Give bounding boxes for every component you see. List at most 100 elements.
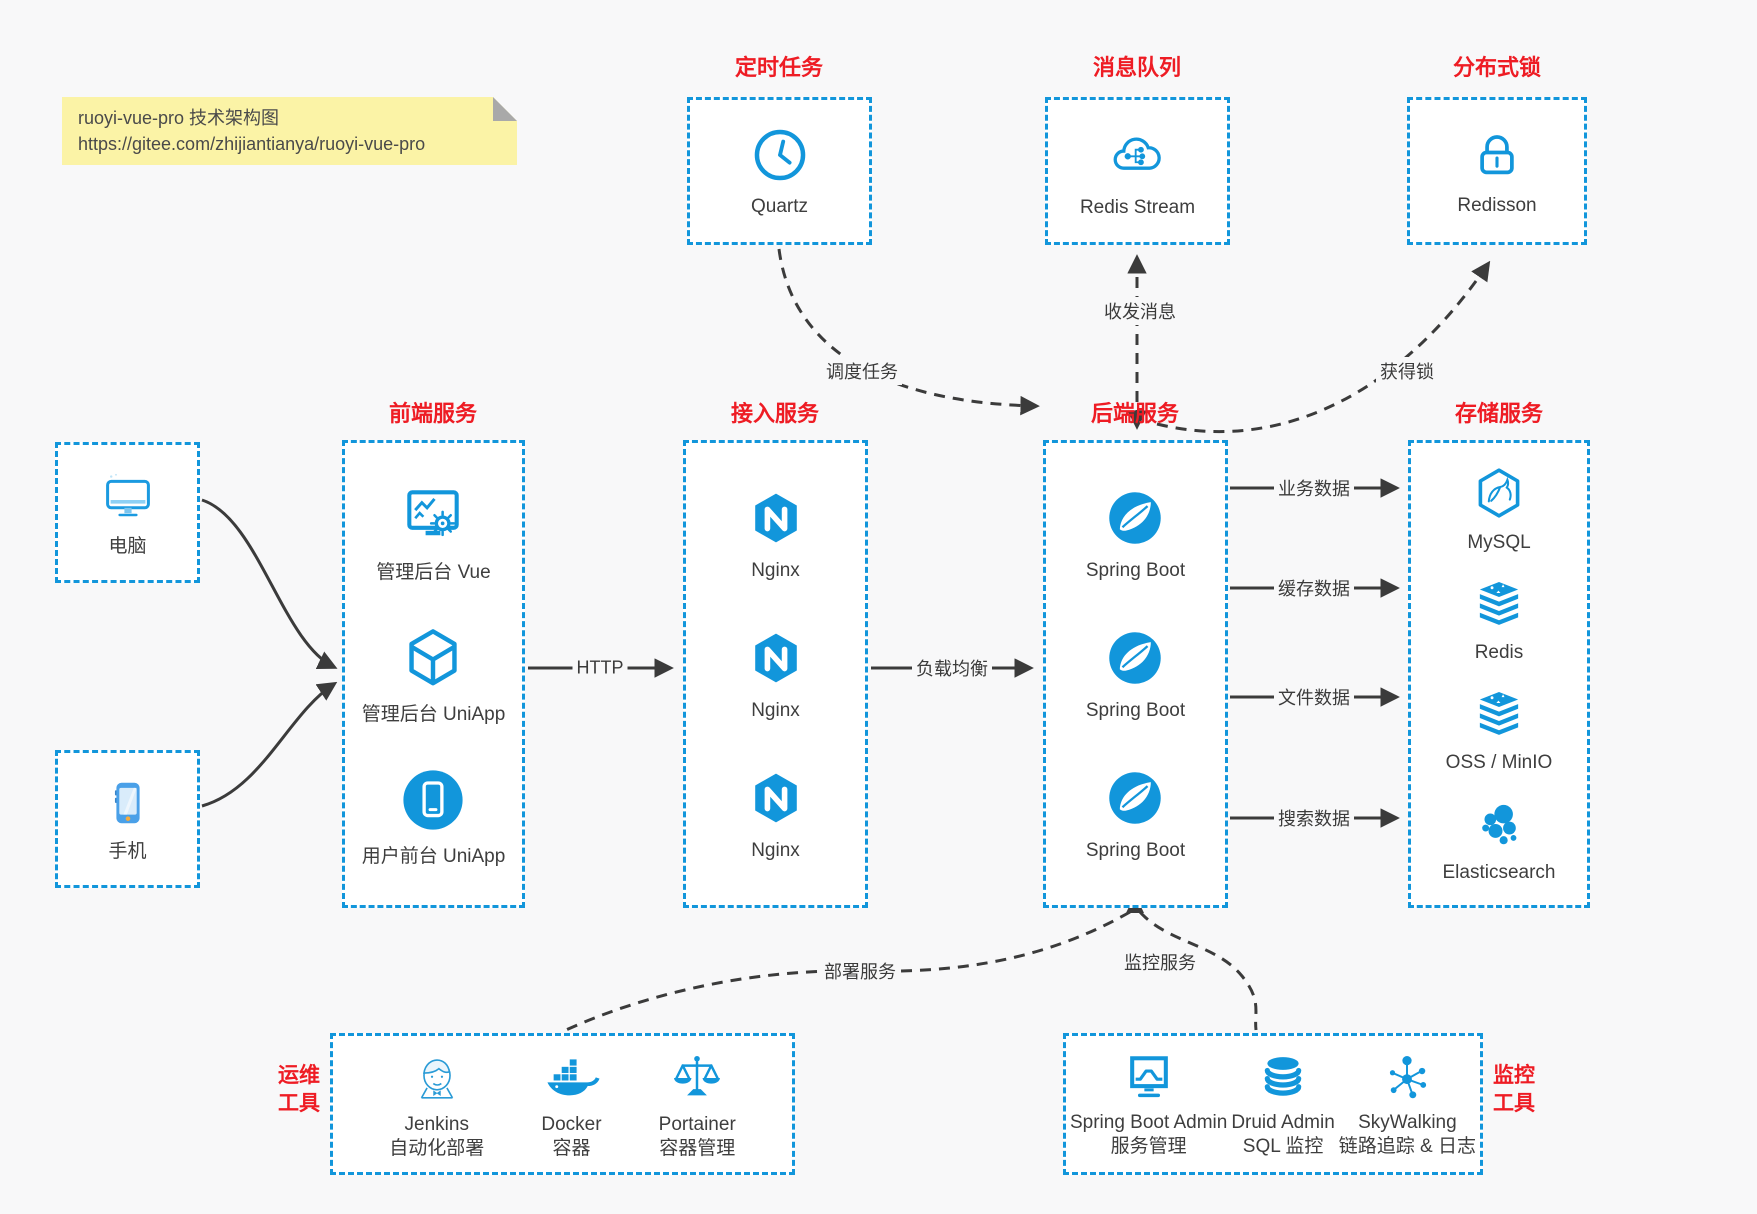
- portainer-icon: [666, 1047, 728, 1109]
- box-lock: Redisson: [1407, 97, 1587, 245]
- desktop-icon: [98, 467, 158, 527]
- node-nginx: Nginx: [743, 765, 809, 863]
- edge-label-http: HTTP: [572, 656, 628, 680]
- node-elasticsearch: Elasticsearch: [1443, 795, 1556, 885]
- mysql-icon: [1469, 463, 1529, 523]
- group-title-monitoring: 监控 工具: [1493, 1064, 1535, 1115]
- nginx-icon: [743, 485, 809, 551]
- node-desc: 自动化部署: [389, 1138, 485, 1159]
- admin-vue-icon: [396, 479, 470, 553]
- node-desc: SQL 监控: [1242, 1136, 1324, 1157]
- spring-boot-admin-icon: [1120, 1049, 1178, 1107]
- edge-label-acquire-lock: 获得锁: [1376, 357, 1438, 385]
- mobile-app-icon: [396, 763, 470, 837]
- box-frontend: 管理后台 Vue 管理后台 UniApp 用户前台 UniApp: [342, 440, 525, 908]
- node-skywalking: SkyWalking 链路追踪 & 日志: [1339, 1049, 1476, 1159]
- box-computer: 电脑: [55, 442, 200, 583]
- note-title: ruoyi-vue-pro 技术架构图: [78, 108, 280, 128]
- edge-acquire-lock: [1156, 260, 1491, 433]
- node-label: Spring Boot: [1085, 560, 1186, 581]
- node-phone: 手机: [99, 774, 157, 864]
- node-redisson: Redisson: [1457, 124, 1537, 218]
- smartphone-icon: [99, 774, 157, 832]
- box-mq: Redis Stream: [1045, 97, 1230, 245]
- druid-icon: [1254, 1049, 1312, 1107]
- node-label: 管理后台 Vue: [376, 562, 491, 583]
- node-computer: 电脑: [98, 467, 158, 559]
- node-label: 用户前台 UniApp: [361, 846, 506, 867]
- node-desc: 服务管理: [1110, 1136, 1187, 1157]
- uniapp-cube-icon: [396, 621, 470, 695]
- node-jenkins: Jenkins 自动化部署: [389, 1047, 484, 1161]
- spring-icon: [1102, 625, 1168, 691]
- edge-phone-frontend: [201, 681, 338, 808]
- jenkins-icon: [406, 1047, 468, 1109]
- node-label: Nginx: [751, 560, 800, 581]
- nginx-icon: [743, 625, 809, 691]
- node-portainer: Portainer 容器管理: [659, 1047, 736, 1161]
- clock-icon: [748, 123, 812, 187]
- box-ops-tools: Jenkins 自动化部署 Docker 容器 Portainer 容器管理: [330, 1033, 795, 1175]
- node-label: Spring Boot: [1085, 840, 1186, 861]
- node-spring-boot-admin: Spring Boot Admin 服务管理: [1070, 1049, 1227, 1159]
- group-title-scheduler: 定时任务: [734, 55, 824, 80]
- node-label: Elasticsearch: [1442, 862, 1556, 883]
- edge-label-file-data: 文件数据: [1274, 683, 1354, 711]
- node-admin-vue: 管理后台 Vue: [376, 479, 491, 585]
- node-spring-boot: Spring Boot: [1086, 485, 1185, 583]
- node-name: Jenkins: [404, 1114, 469, 1135]
- node-label: Redis Stream: [1079, 197, 1196, 218]
- edge-computer-frontend: [201, 498, 338, 669]
- oss-stack-icon: [1470, 685, 1528, 743]
- node-name: Spring Boot Admin: [1069, 1112, 1228, 1133]
- node-redis-stream: Redis Stream: [1080, 122, 1195, 220]
- cloud-stream-icon: [1104, 122, 1170, 188]
- box-phone: 手机: [55, 750, 200, 888]
- edge-schedule-task: [777, 248, 1040, 416]
- edge-label-load-balance: 负载均衡: [912, 654, 992, 682]
- node-name: SkyWalking: [1358, 1112, 1457, 1133]
- box-gateway: Nginx Nginx Nginx: [683, 440, 868, 908]
- node-label: Nginx: [751, 840, 800, 861]
- node-redis: Redis: [1470, 575, 1528, 665]
- edge-label-search-data: 搜索数据: [1274, 804, 1354, 832]
- node-docker: Docker 容器: [540, 1047, 602, 1161]
- node-desc: 容器: [552, 1138, 591, 1159]
- node-label: Redis: [1474, 642, 1524, 663]
- node-desc: 链路追踪 & 日志: [1338, 1136, 1477, 1157]
- node-label: 电脑: [108, 535, 147, 557]
- node-oss-minio: OSS / MinIO: [1445, 685, 1553, 775]
- node-name: Portainer: [658, 1114, 736, 1135]
- group-title-lock: 分布式锁: [1452, 55, 1542, 80]
- edge-label-schedule-task: 调度任务: [822, 357, 902, 385]
- node-label: 管理后台 UniApp: [361, 704, 506, 725]
- node-label: OSS / MinIO: [1445, 752, 1553, 773]
- group-title-mq: 消息队列: [1092, 55, 1182, 80]
- note-url: https://gitee.com/zhijiantianya/ruoyi-vu…: [78, 134, 426, 154]
- group-title-ops: 运维 工具: [278, 1064, 320, 1115]
- spring-icon: [1102, 765, 1168, 831]
- node-admin-uniapp: 管理后台 UniApp: [361, 621, 506, 727]
- node-label: Spring Boot: [1085, 700, 1186, 721]
- box-backend: Spring Boot Spring Boot Spring Boot: [1043, 440, 1228, 908]
- box-storage: MySQL Redis OSS / MinIO Elasticsearch: [1408, 440, 1590, 908]
- node-spring-boot: Spring Boot: [1086, 765, 1185, 863]
- edge-label-cache-data: 缓存数据: [1274, 574, 1354, 602]
- node-desc: 容器管理: [659, 1138, 736, 1159]
- edge-label-deploy-service: 部署服务: [820, 957, 900, 985]
- sticky-note: ruoyi-vue-pro 技术架构图 https://gitee.com/zh…: [62, 97, 517, 165]
- redis-stack-icon: [1470, 575, 1528, 633]
- edge-label-business-data: 业务数据: [1274, 474, 1354, 502]
- nginx-icon: [743, 765, 809, 831]
- node-name: Druid Admin: [1231, 1112, 1335, 1133]
- node-label: Quartz: [750, 196, 809, 217]
- note-fold-corner: [493, 97, 517, 121]
- node-label: Redisson: [1457, 195, 1537, 216]
- skywalking-icon: [1378, 1049, 1436, 1107]
- node-user-uniapp: 用户前台 UniApp: [361, 763, 506, 869]
- group-title-frontend: 前端服务: [388, 401, 478, 426]
- node-quartz: Quartz: [748, 123, 812, 219]
- node-name: Docker: [541, 1114, 602, 1135]
- node-mysql: MySQL: [1467, 463, 1531, 555]
